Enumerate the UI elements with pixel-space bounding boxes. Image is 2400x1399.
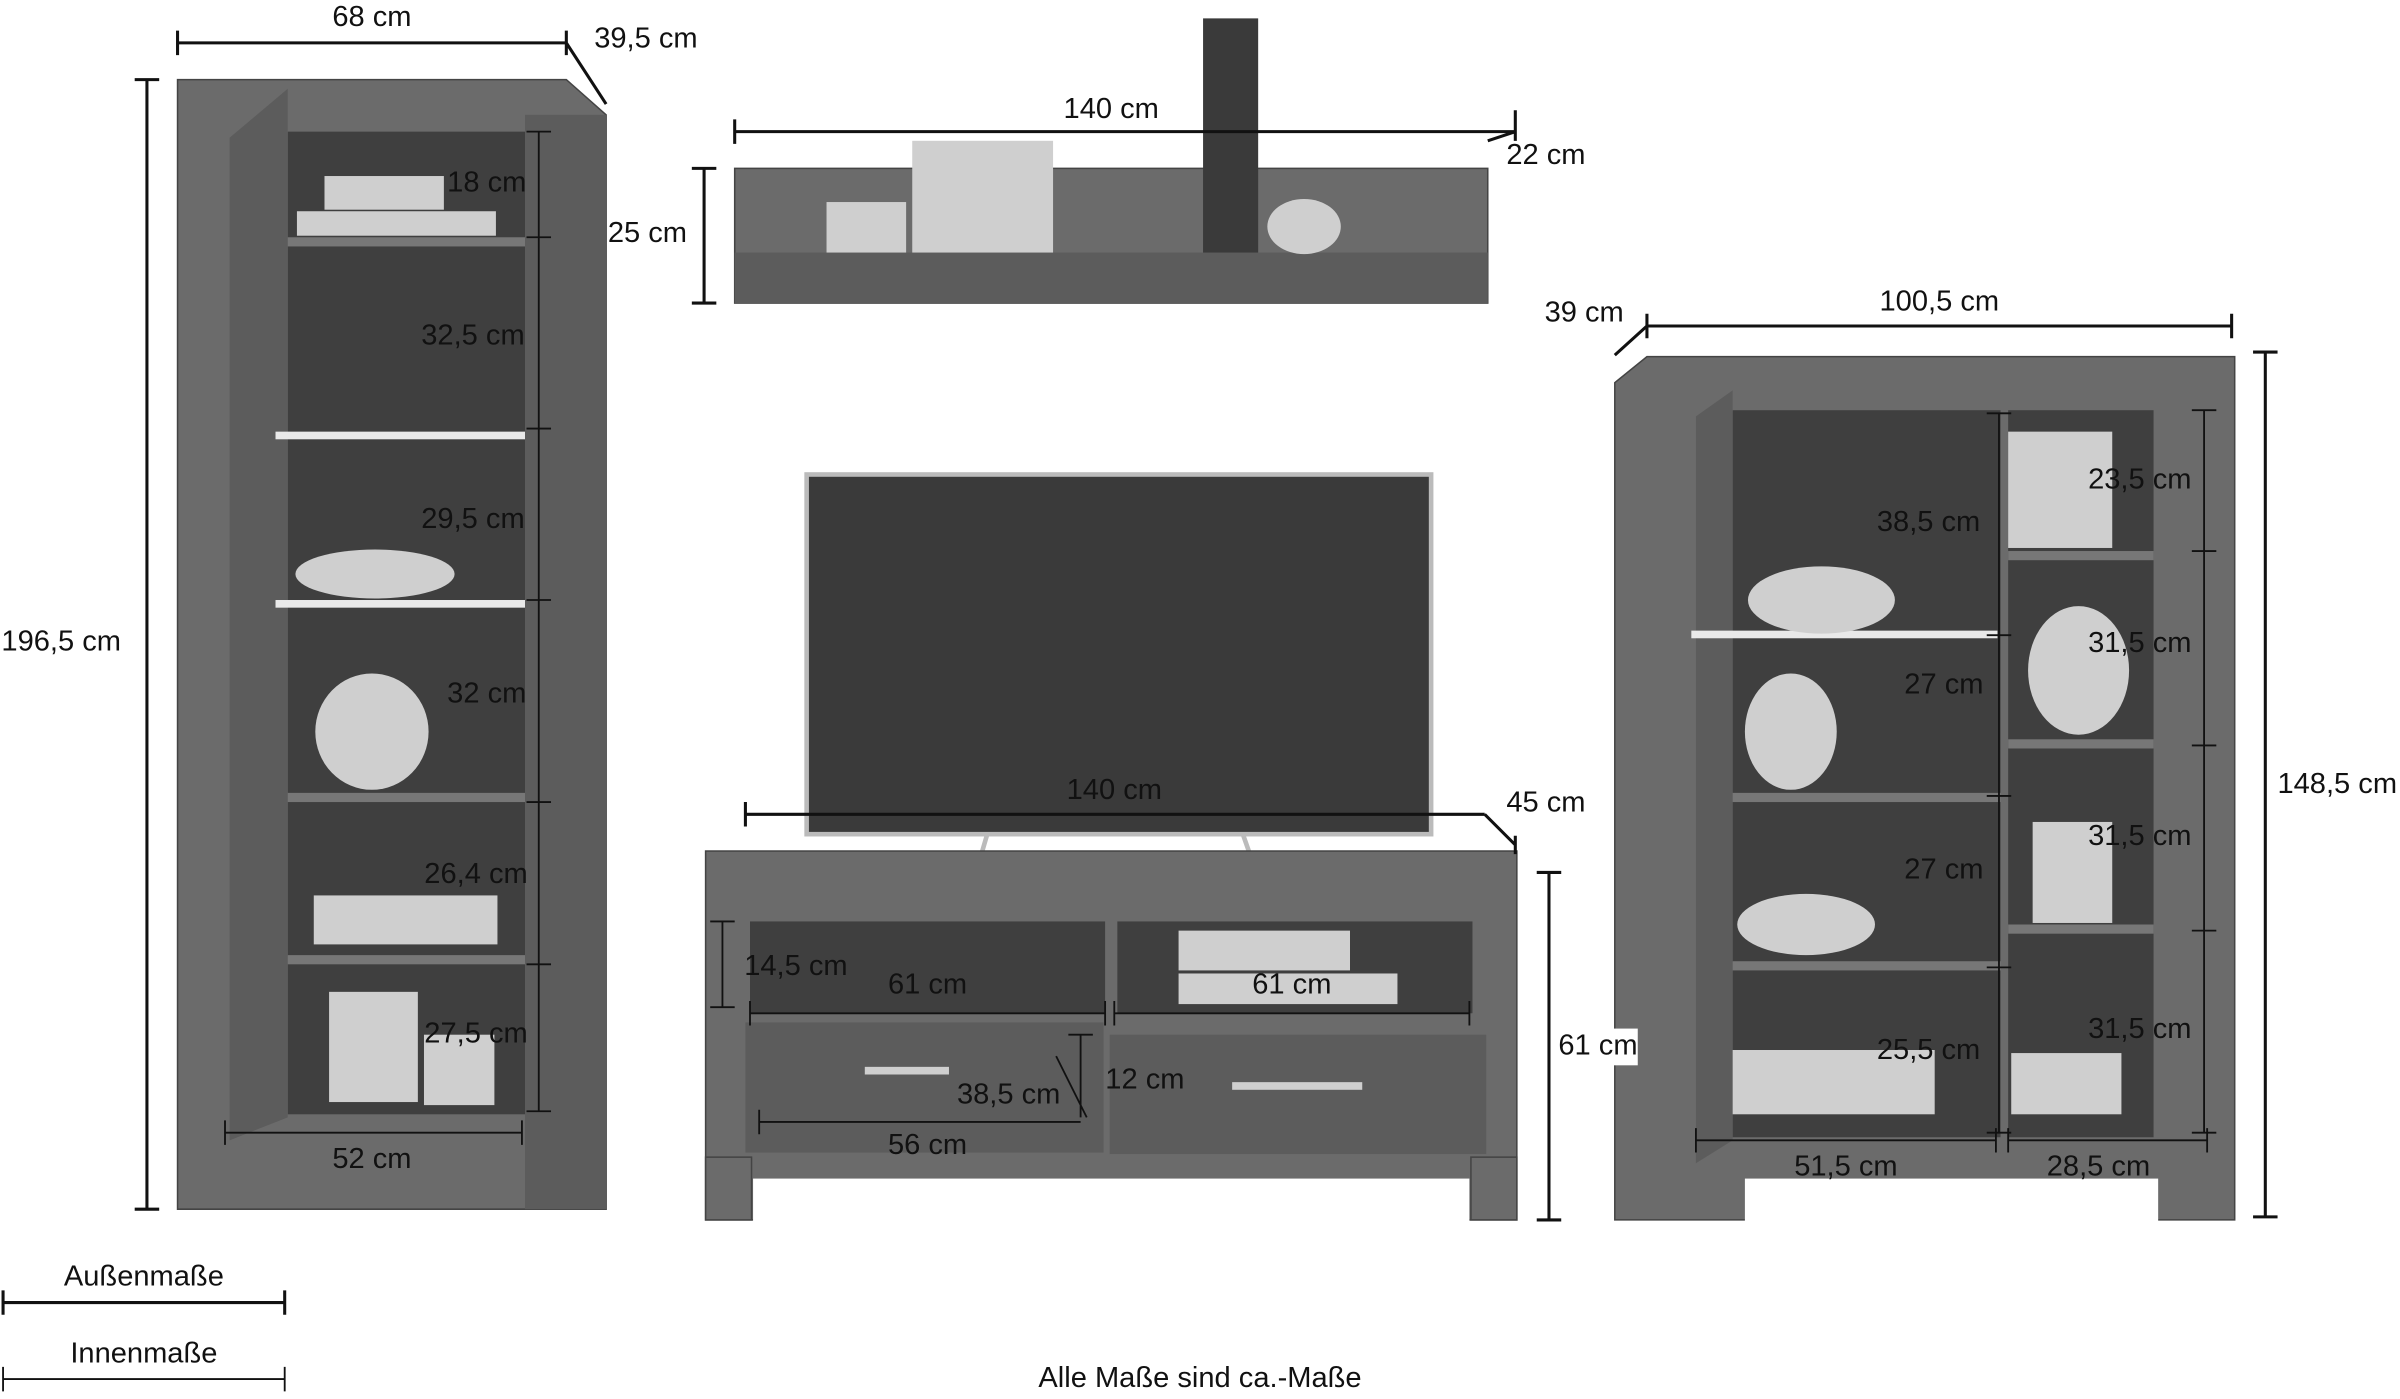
highboard-right-inner-1: 23,5 cm (2088, 463, 2191, 495)
highboard-right-width: 28,5 cm (2047, 1151, 2150, 1183)
shelf-width: 140 cm (1064, 93, 1159, 125)
highboard-cabinet: 39 cm 100,5 cm 148,5 cm 38,5 cm 27 cm 27… (1545, 286, 2397, 1225)
tall-inner-6: 27,5 cm (424, 1017, 527, 1049)
tall-vitrine-cabinet: 68 cm 39,5 cm 196,5 cm 18 cm 32,5 cm 29,… (1, 1, 698, 1211)
tall-inner-4: 32 cm (447, 678, 526, 710)
tv-drawer-width: 56 cm (888, 1129, 967, 1161)
highboard-left-inner-2: 27 cm (1904, 668, 1983, 700)
highboard-right-inner-2: 31,5 cm (2088, 627, 2191, 659)
shelf-depth: 22 cm (1506, 139, 1585, 171)
tall-inner-width: 52 cm (332, 1143, 411, 1175)
legend: Außenmaße Innenmaße (1, 1261, 287, 1392)
tv-unit-height: 61 cm (1558, 1030, 1637, 1062)
tv-left-compartment: 61 cm (888, 968, 967, 1000)
tall-cabinet-depth: 39,5 cm (594, 22, 697, 54)
tv-lowboard: 140 cm 45 cm 14,5 cm 61 cm 61 cm 38,5 cm… (704, 774, 1586, 1225)
television (804, 472, 1434, 863)
shelf-height: 25 cm (608, 217, 687, 249)
highboard-depth: 39 cm (1545, 296, 1624, 328)
wall-shelf: 140 cm 22 cm 25 cm (608, 18, 1586, 305)
highboard-left-inner-3: 27 cm (1904, 854, 1983, 886)
highboard-width: 100,5 cm (1879, 286, 1999, 318)
highboard-left-inner-4: 25,5 cm (1877, 1034, 1980, 1066)
legend-outer-label: Außenmaße (64, 1261, 224, 1293)
tv-unit-height-label: 61 cm (1558, 1028, 1638, 1066)
tall-inner-5: 26,4 cm (424, 858, 527, 890)
tv-right-compartment: 61 cm (1252, 968, 1331, 1000)
tall-inner-2: 32,5 cm (421, 319, 524, 351)
tall-inner-1: 18 cm (447, 166, 526, 198)
tv-open-height: 14,5 cm (744, 950, 847, 982)
tall-cabinet-width: 68 cm (332, 1, 411, 33)
tv-drawer-depth: 38,5 cm (957, 1079, 1060, 1111)
tall-cabinet-height: 196,5 cm (1, 626, 121, 658)
tall-inner-3: 29,5 cm (421, 503, 524, 535)
legend-inner-label: Innenmaße (70, 1337, 217, 1369)
highboard-right-inner-4: 31,5 cm (2088, 1013, 2191, 1045)
highboard-right-inner-3: 31,5 cm (2088, 820, 2191, 852)
highboard-height: 148,5 cm (2277, 768, 2397, 800)
tv-unit-height-label-background (1558, 1028, 1638, 1066)
highboard-left-inner-1: 38,5 cm (1877, 506, 1980, 538)
highboard-left-width: 51,5 cm (1794, 1151, 1897, 1183)
tv-unit-depth: 45 cm (1506, 786, 1585, 818)
tv-unit-width: 140 cm (1067, 774, 1162, 806)
tv-drawer-height: 12 cm (1105, 1063, 1184, 1095)
footer-note: Alle Maße sind ca.-Maße (1038, 1362, 1361, 1394)
